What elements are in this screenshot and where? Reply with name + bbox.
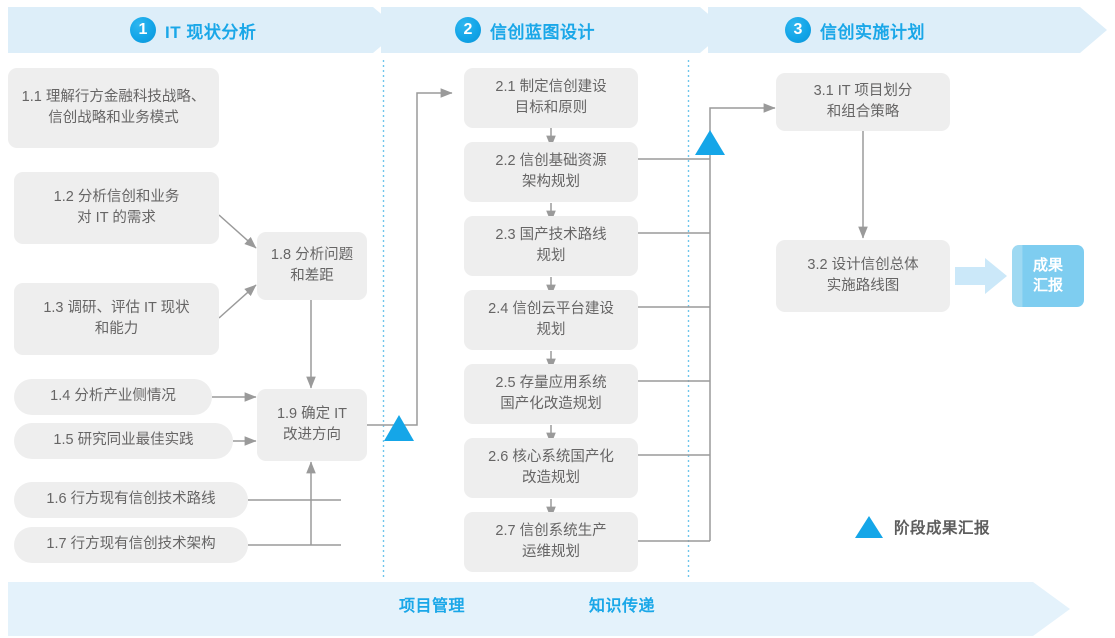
process-box-3-2[interactable]: 3.2 设计信创总体 实施路线图 (776, 240, 950, 312)
milestone-triangle-phase2 (695, 130, 725, 155)
process-box-1-7[interactable]: 1.7 行方现有信创技术架构 (14, 527, 248, 563)
triangle-icon (855, 516, 883, 538)
result-block-arrow (955, 258, 1007, 294)
process-box-1-3[interactable]: 1.3 调研、评估 IT 现状 和能力 (14, 283, 219, 355)
legend-label: 阶段成果汇报 (894, 520, 991, 537)
bottom-band (8, 582, 1070, 636)
process-box-2-1[interactable]: 2.1 制定信创建设 目标和原则 (464, 68, 638, 128)
phase-band-1 (8, 7, 400, 53)
process-box-1-4[interactable]: 1.4 分析产业侧情况 (14, 379, 212, 415)
edge-1.3-to-1.8 (218, 284, 257, 319)
result-report-box[interactable]: 成果 汇报 (1012, 245, 1084, 307)
process-box-1-6[interactable]: 1.6 行方现有信创技术路线 (14, 482, 248, 518)
process-box-2-7[interactable]: 2.7 信创系统生产 运维规划 (464, 512, 638, 572)
process-box-1-5[interactable]: 1.5 研究同业最佳实践 (14, 423, 233, 459)
process-box-2-4[interactable]: 2.4 信创云平台建设 规划 (464, 290, 638, 350)
edge-1.2-to-1.8 (218, 214, 257, 249)
legend-milestone: 阶段成果汇报 (855, 516, 990, 538)
process-box-1-1[interactable]: 1.1 理解行方金融科技战略、 信创战略和业务模式 (8, 68, 219, 148)
process-box-2-5[interactable]: 2.5 存量应用系统 国产化改造规划 (464, 364, 638, 424)
process-box-1-8[interactable]: 1.8 分析问题 和差距 (257, 232, 367, 300)
process-box-2-6[interactable]: 2.6 核心系统国产化 改造规划 (464, 438, 638, 498)
process-box-1-2[interactable]: 1.2 分析信创和业务 对 IT 的需求 (14, 172, 219, 244)
edge-1.9-to-2.1 (367, 88, 453, 426)
bottom-bar-label-project-management: 项目管理 (399, 598, 466, 615)
process-box-3-1[interactable]: 3.1 IT 项目划分 和组合策略 (776, 73, 950, 131)
edge-bus-to-3.1 (709, 103, 776, 541)
process-box-2-3[interactable]: 2.3 国产技术路线 规划 (464, 216, 638, 276)
milestone-triangle-phase1 (384, 415, 414, 441)
process-box-1-9[interactable]: 1.9 确定 IT 改进方向 (257, 389, 367, 461)
process-box-2-2[interactable]: 2.2 信创基础资源 架构规划 (464, 142, 638, 202)
bottom-bar-label-knowledge-transfer: 知识传递 (589, 598, 656, 615)
